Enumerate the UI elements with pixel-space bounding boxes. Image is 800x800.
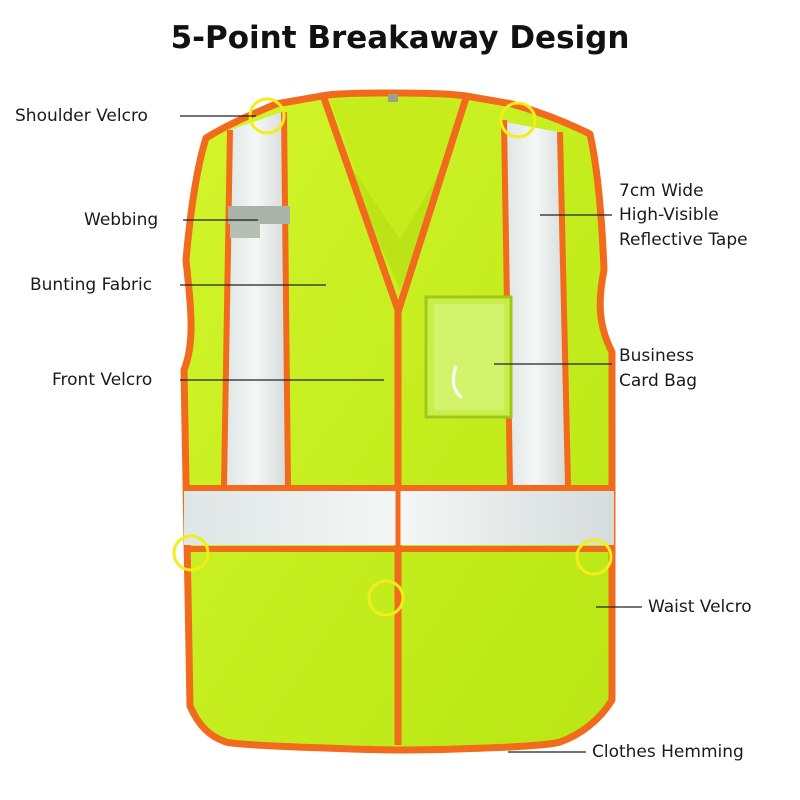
label-bunting-fabric: Bunting Fabric bbox=[30, 275, 153, 295]
breakaway-circle-shoulder-right bbox=[499, 101, 537, 139]
left-stripe-trim-outer bbox=[221, 129, 233, 487]
webbing-loop bbox=[228, 206, 290, 224]
card-pocket-window bbox=[434, 304, 504, 410]
left-reflective-stripe bbox=[226, 112, 286, 486]
webbing-loop-lower bbox=[230, 222, 260, 238]
label-webbing: Webbing bbox=[84, 210, 159, 230]
right-reflective-stripe bbox=[506, 122, 566, 486]
neck-interior bbox=[330, 97, 462, 290]
label-reflective-tape-line1: 7cm Wide bbox=[619, 181, 704, 201]
label-reflective-tape-line3: Reflective Tape bbox=[619, 230, 748, 250]
breakaway-circle-front bbox=[367, 579, 405, 617]
label-waist-velcro: Waist Velcro bbox=[648, 597, 752, 617]
label-business-card-line2: Card Bag bbox=[619, 371, 698, 391]
breakaway-circle-waist-left bbox=[172, 534, 210, 572]
card-pocket-glare bbox=[452, 365, 464, 400]
label-front-velcro: Front Velcro bbox=[52, 370, 153, 390]
label-clothes-hemming: Clothes Hemming bbox=[592, 742, 744, 762]
page-title: 5-Point Breakaway Design bbox=[170, 20, 630, 56]
left-stripe-trim-inner bbox=[281, 111, 291, 487]
right-stripe-trim-outer bbox=[557, 131, 571, 487]
label-shoulder-velcro: Shoulder Velcro bbox=[15, 106, 148, 126]
label-reflective-tape-line2: High-Visible bbox=[619, 205, 719, 225]
leader-lines bbox=[180, 115, 642, 753]
breakaway-circle-waist-right bbox=[575, 538, 613, 576]
neck-shadow bbox=[340, 150, 452, 290]
label-business-card-line1: Business bbox=[619, 346, 694, 366]
right-neck-trim bbox=[394, 96, 470, 314]
size-tag bbox=[388, 94, 398, 102]
